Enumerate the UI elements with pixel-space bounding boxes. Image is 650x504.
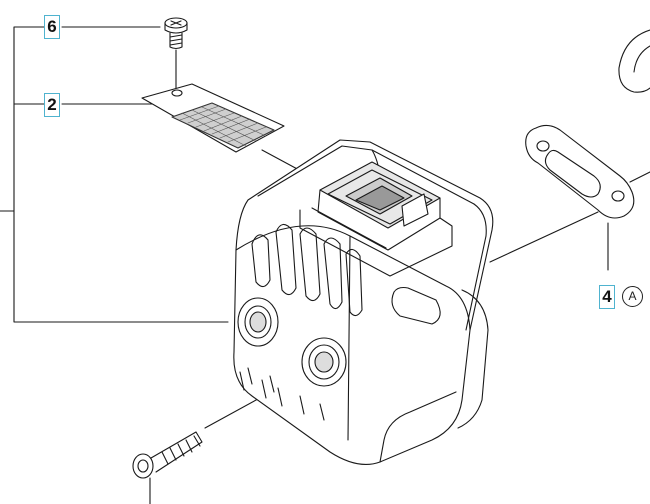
screw-top-part — [164, 17, 188, 50]
muffler-body — [233, 139, 494, 465]
callout-item-4: 4 — [599, 285, 615, 309]
leader-gasket-to-muffler — [489, 211, 599, 263]
callout-item-6: 6 — [44, 15, 60, 39]
leader-bracket — [0, 26, 229, 323]
partial-part-top-right — [618, 29, 650, 93]
reference-circle-a: A — [622, 286, 643, 307]
spark-arrestor-plate — [141, 83, 285, 153]
callout-item-2: 2 — [44, 93, 60, 117]
gasket-part — [525, 124, 635, 219]
leader-gasket-connector — [629, 171, 650, 183]
bolt-bottom-part — [132, 431, 203, 479]
